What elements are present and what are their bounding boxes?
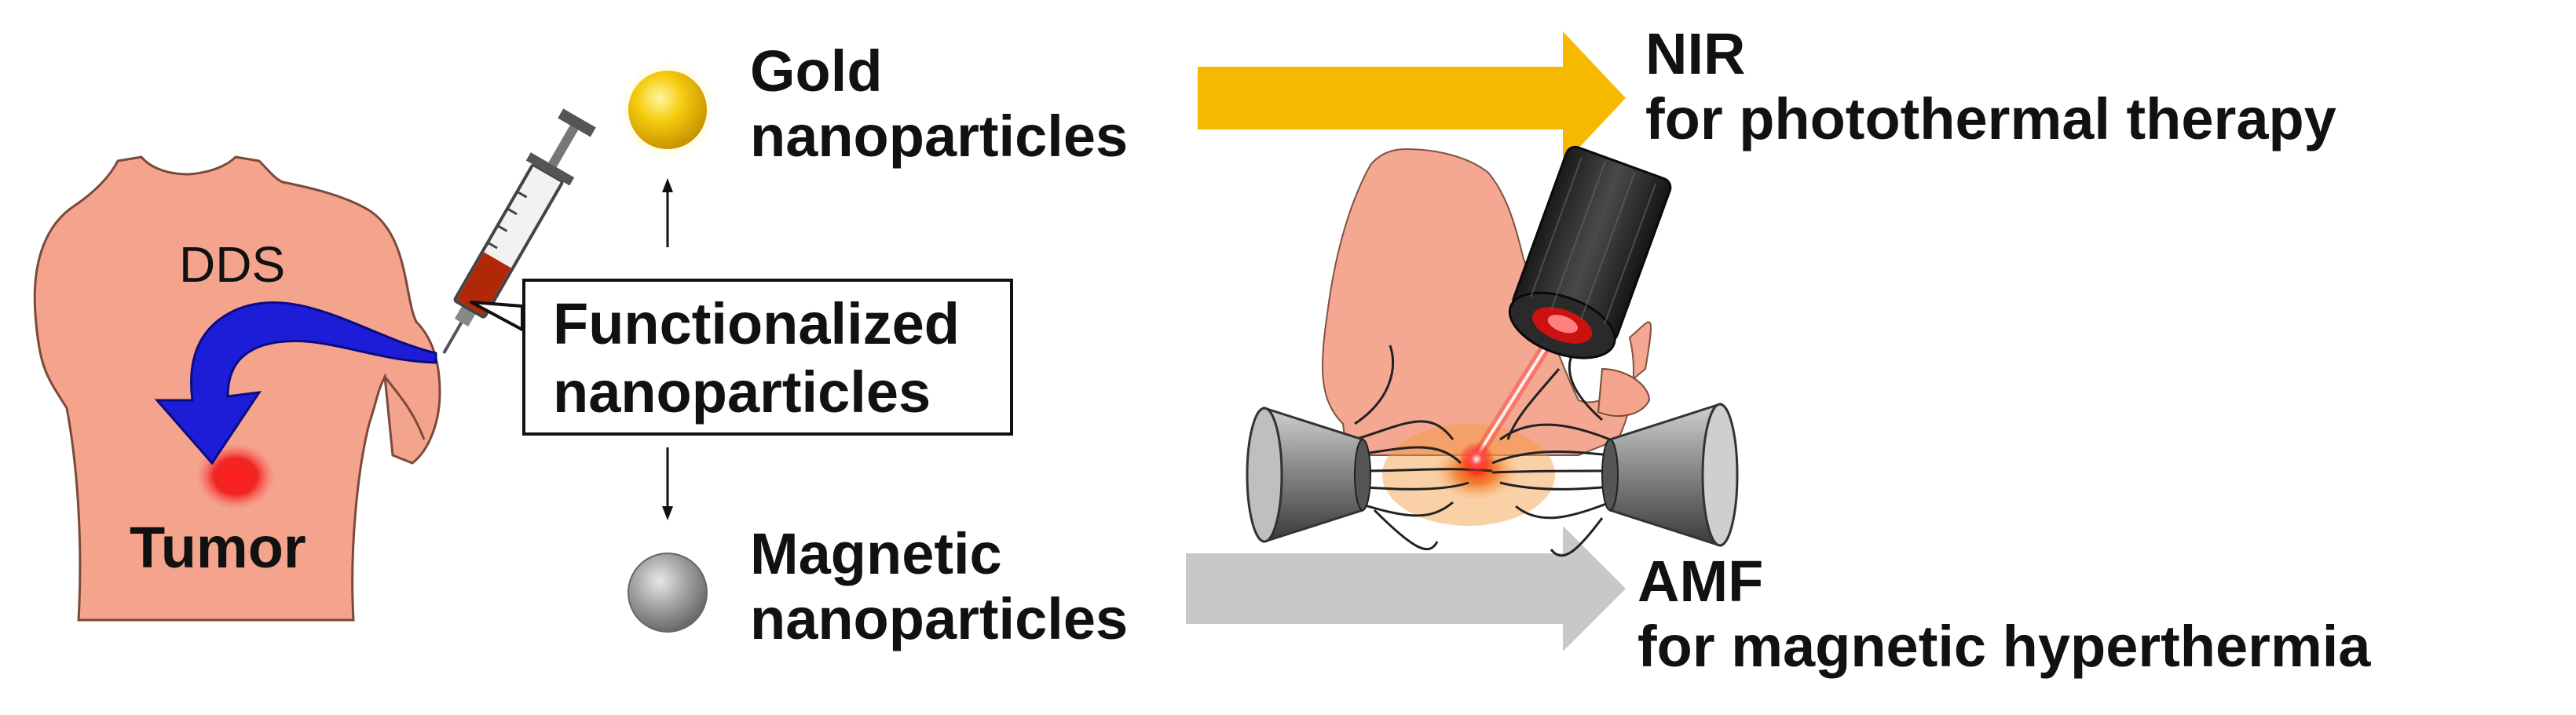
tumor-spot bbox=[196, 443, 275, 509]
nir-label: NIR for photothermal therapy bbox=[1645, 21, 2336, 151]
functionalized-line1: Functionalized bbox=[553, 291, 960, 356]
amf-label: AMF for magnetic hyperthermia bbox=[1637, 549, 2371, 679]
dds-arrow bbox=[154, 301, 437, 465]
magnetic-nanoparticle-icon bbox=[628, 553, 708, 633]
functionalized-nanoparticles-box: Functionalized nanoparticles bbox=[522, 279, 1013, 436]
tumor-label: Tumor bbox=[130, 515, 306, 580]
magnetic-nanoparticles-label: Magnetic nanoparticles bbox=[750, 521, 1129, 651]
functionalized-label: Functionalized nanoparticles bbox=[553, 290, 960, 427]
functionalized-line2: nanoparticles bbox=[553, 359, 931, 425]
left-torso bbox=[33, 155, 441, 622]
dds-label: DDS bbox=[179, 236, 286, 293]
torso-body bbox=[33, 155, 441, 622]
magnetic-coil-icon bbox=[1601, 402, 1739, 548]
amf-arrow bbox=[1186, 526, 1626, 651]
magnetic-coil-icon bbox=[1246, 406, 1371, 544]
gold-nanoparticle-icon bbox=[619, 61, 716, 159]
nir-arrow bbox=[1198, 31, 1626, 165]
right-torso bbox=[1322, 148, 1652, 456]
branch-arrows bbox=[662, 178, 673, 520]
gold-nanoparticles-label: Gold nanoparticles bbox=[750, 38, 1129, 169]
laser-emitter-icon bbox=[1508, 145, 1672, 359]
syringe-icon bbox=[442, 108, 596, 354]
